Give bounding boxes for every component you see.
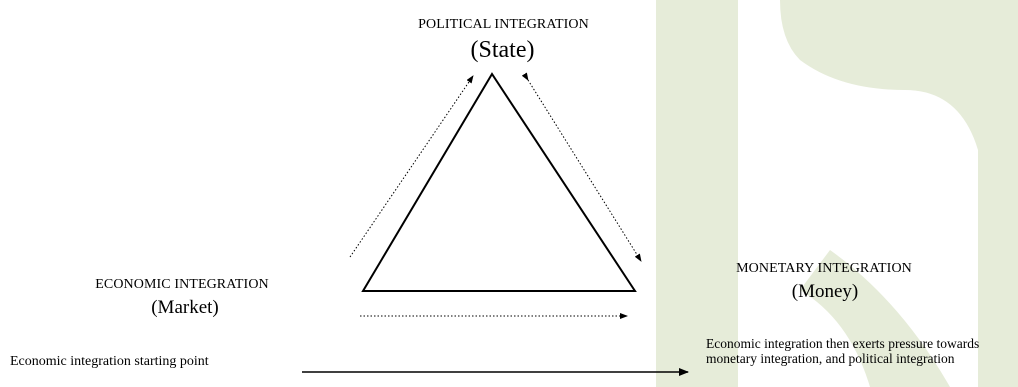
political-integration-title: POLITICAL INTEGRATION: [418, 17, 589, 32]
political-integration-subtitle: (State): [470, 37, 535, 63]
monetary-integration-subtitle: (Money): [791, 281, 859, 302]
economic-integration-title: ECONOMIC INTEGRATION: [95, 277, 269, 292]
triangle: [361, 72, 637, 292]
monetary-integration-title: MONETARY INTEGRATION: [736, 261, 912, 276]
dotted-arrow-economic-to-political: [349, 75, 474, 258]
economic-integration-subtitle: (Market): [151, 297, 219, 318]
dotted-arrow-political-monetary: [521, 72, 642, 262]
starting-point-label: Economic integration starting point: [10, 354, 209, 369]
pressure-note: Economic integration then exerts pressur…: [706, 336, 980, 366]
